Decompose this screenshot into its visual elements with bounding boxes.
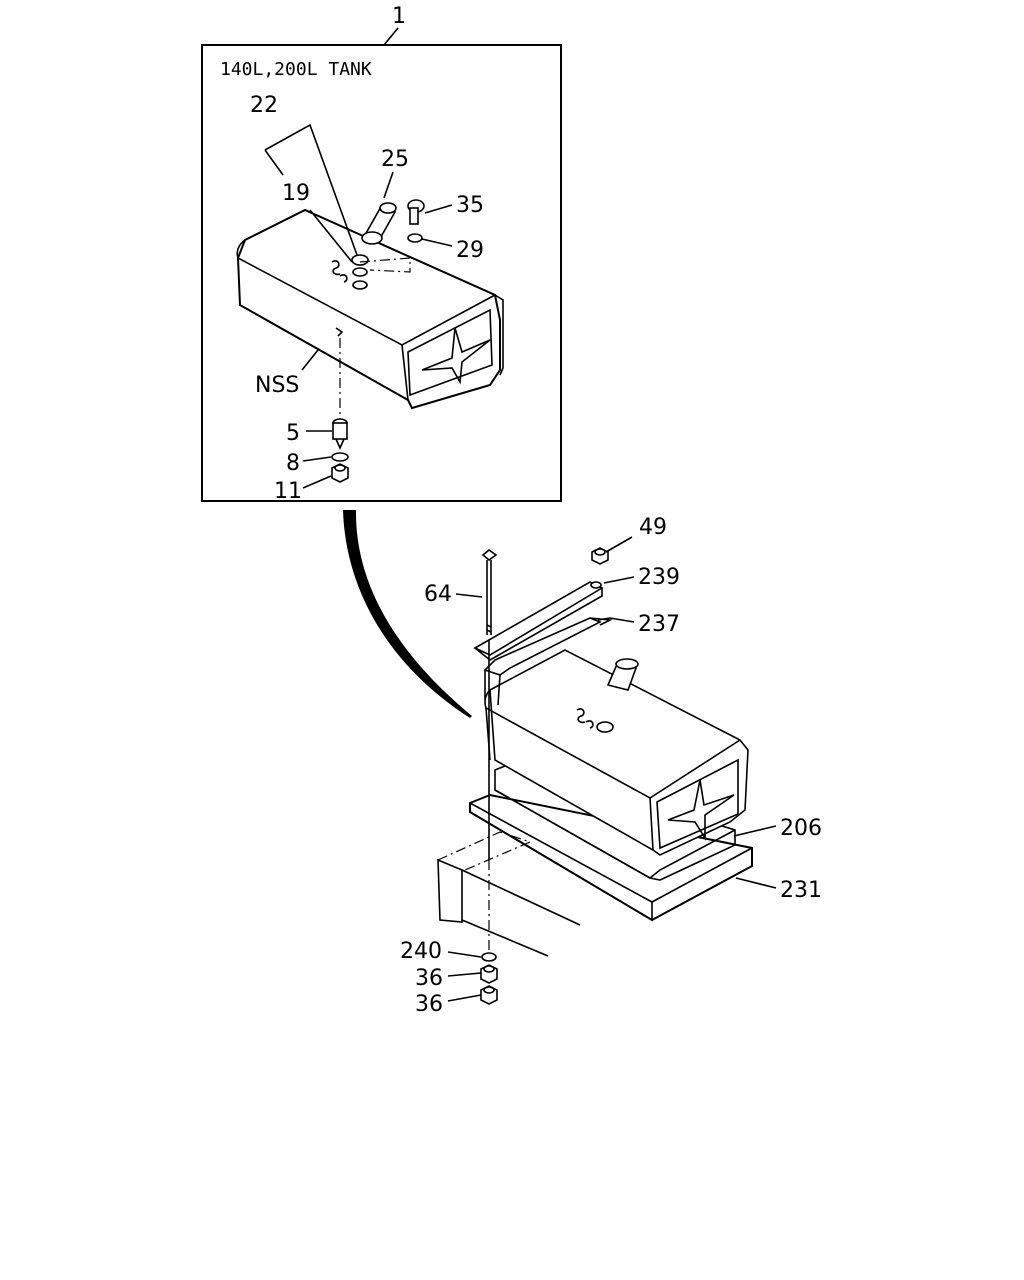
label-49: 49 bbox=[639, 515, 667, 540]
leader-206 bbox=[733, 825, 777, 837]
inset-title: 140L,200L TANK bbox=[220, 59, 372, 80]
leader-25 bbox=[383, 171, 394, 199]
label-35: 35 bbox=[456, 193, 484, 218]
label-25: 25 bbox=[381, 147, 409, 172]
label-237: 237 bbox=[638, 612, 680, 637]
bolt-35 bbox=[407, 199, 425, 225]
label-239: 239 bbox=[638, 565, 680, 590]
frame-member bbox=[437, 831, 581, 957]
nut-36-lower bbox=[480, 985, 498, 1005]
inset-frame bbox=[201, 44, 562, 502]
tank-strap-237 bbox=[483, 617, 613, 706]
leader-22 bbox=[264, 123, 358, 256]
washer-29 bbox=[407, 233, 423, 243]
label-206: 206 bbox=[780, 816, 822, 841]
mounting-plate-231 bbox=[469, 793, 753, 922]
drain-plug-5 bbox=[332, 418, 348, 450]
filler-neck-part bbox=[361, 202, 397, 245]
washer-240 bbox=[481, 952, 497, 962]
leader-64 bbox=[455, 593, 483, 598]
leader-36a bbox=[447, 972, 482, 977]
drain-hole-mark bbox=[335, 327, 344, 337]
leader-11 bbox=[302, 475, 332, 489]
label-22: 22 bbox=[250, 93, 278, 118]
main-assembly: 49 239 64 237 206 231 240 36 36 bbox=[400, 515, 822, 1017]
leader-19 bbox=[309, 209, 353, 263]
label-36-lower: 36 bbox=[415, 992, 443, 1017]
u-bolt-64 bbox=[481, 548, 498, 955]
label-5: 5 bbox=[286, 421, 300, 446]
label-36-upper: 36 bbox=[415, 966, 443, 991]
leader-231 bbox=[735, 877, 777, 889]
fuel-tank-main bbox=[484, 649, 749, 856]
leader-22b bbox=[264, 149, 284, 176]
label-240: 240 bbox=[400, 939, 442, 964]
leader-237 bbox=[597, 617, 635, 623]
sender-unit-19 bbox=[331, 254, 369, 290]
label-8: 8 bbox=[286, 451, 300, 476]
leader-240 bbox=[447, 951, 482, 958]
leader-8 bbox=[302, 456, 332, 462]
inset-tank-detail: 140L,200L TANK 1 bbox=[201, 4, 562, 504]
leader-49 bbox=[605, 536, 633, 553]
inset-fuel-tank bbox=[236, 208, 504, 410]
nut-11 bbox=[331, 463, 349, 483]
tank-strap-239 bbox=[473, 581, 604, 661]
label-64: 64 bbox=[424, 582, 452, 607]
nut-49 bbox=[591, 547, 609, 565]
leader-36b bbox=[447, 994, 482, 1002]
label-231: 231 bbox=[780, 878, 822, 903]
callout-1-leader bbox=[383, 27, 399, 46]
nut-36-upper bbox=[480, 964, 498, 984]
leader-239 bbox=[603, 576, 635, 584]
label-29: 29 bbox=[456, 238, 484, 263]
sender-guide-line bbox=[359, 257, 411, 273]
label-19: 19 bbox=[282, 181, 310, 206]
label-nss: NSS bbox=[255, 373, 299, 398]
leader-35 bbox=[424, 204, 453, 214]
gasket-8 bbox=[331, 452, 349, 462]
callout-1: 1 bbox=[392, 4, 406, 29]
label-11: 11 bbox=[274, 479, 302, 504]
leader-nss bbox=[301, 349, 319, 371]
connector-arc bbox=[343, 510, 472, 718]
leader-29 bbox=[421, 238, 453, 247]
